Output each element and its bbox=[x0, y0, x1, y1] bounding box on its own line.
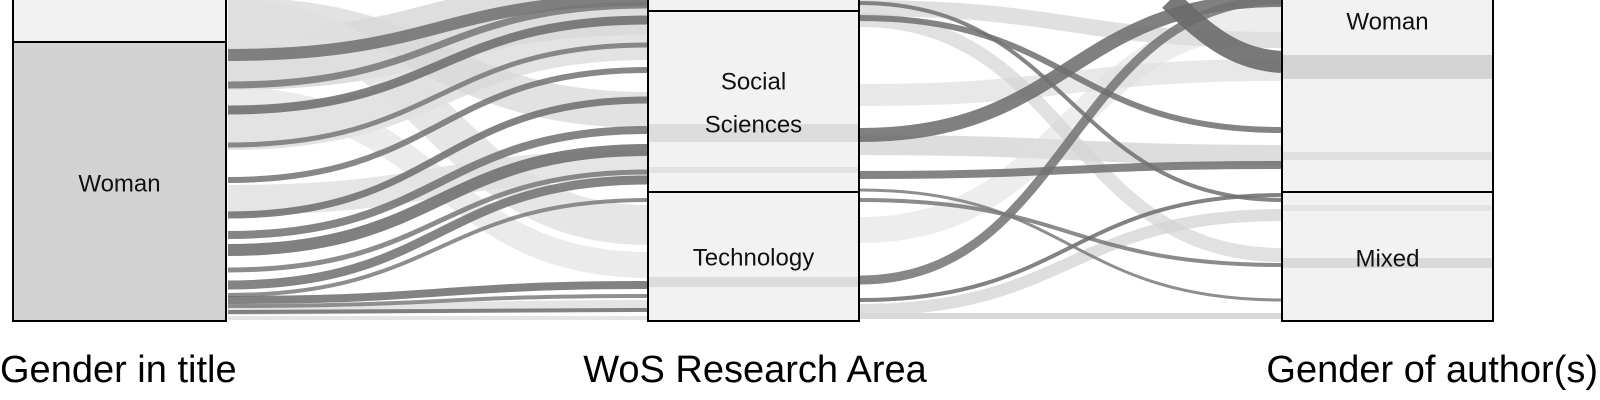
node-label-right-woman: Woman bbox=[1346, 8, 1428, 35]
flow-band bbox=[227, 144, 649, 256]
node-band bbox=[1283, 258, 1492, 268]
flow-band bbox=[1162, 0, 1283, 73]
flow-band bbox=[859, 0, 1283, 142]
flow-band bbox=[227, 126, 649, 239]
node-label-social: Social bbox=[721, 68, 786, 95]
flow-band bbox=[859, 161, 1283, 179]
node-label-technology: Technology bbox=[693, 244, 814, 271]
flow-band bbox=[227, 294, 649, 308]
node-left-top bbox=[12, 0, 227, 43]
axis-label-left: Gender in title bbox=[0, 349, 237, 391]
middle-column: Social Sciences Technology bbox=[647, 0, 860, 322]
node-middle-top bbox=[647, 0, 860, 12]
node-band bbox=[649, 124, 858, 142]
flow-band bbox=[859, 0, 1283, 285]
flows-middle-to-right bbox=[859, 0, 1283, 320]
flow-band bbox=[227, 308, 649, 314]
node-label-right-mixed: Mixed bbox=[1355, 245, 1419, 272]
flows-left-to-middle bbox=[227, 0, 649, 321]
node-band bbox=[649, 167, 858, 173]
right-column: Woman Mixed bbox=[1281, 0, 1494, 322]
node-band bbox=[1283, 205, 1492, 211]
flow-band bbox=[227, 15, 649, 115]
node-band bbox=[649, 277, 858, 287]
flow-band bbox=[227, 42, 649, 148]
node-label-left-woman: Woman bbox=[78, 170, 160, 197]
node-band bbox=[1283, 152, 1492, 160]
flow-band bbox=[227, 169, 649, 273]
flow-band bbox=[227, 281, 649, 304]
node-left-woman bbox=[12, 41, 227, 322]
axis-label-right: Gender of author(s) bbox=[1266, 349, 1598, 391]
flow-band bbox=[859, 15, 1283, 133]
node-middle-technology bbox=[647, 191, 860, 322]
flow-band bbox=[859, 198, 1283, 267]
flow-band bbox=[859, 135, 1283, 165]
flow-band bbox=[859, 209, 1283, 316]
flow-band bbox=[227, 175, 649, 290]
node-band bbox=[1283, 55, 1492, 79]
flow-band bbox=[227, 0, 649, 61]
flow-band bbox=[859, 1, 1283, 202]
flow-band bbox=[227, 67, 649, 183]
node-label-sciences: Sciences bbox=[705, 111, 802, 138]
axis-label-middle: WoS Research Area bbox=[583, 349, 927, 391]
flow-band bbox=[859, 193, 1283, 302]
left-column: Woman bbox=[12, 0, 227, 322]
flow-band bbox=[227, 198, 649, 297]
flow-band bbox=[227, 96, 649, 219]
node-middle-social-sciences bbox=[647, 10, 860, 193]
flow-band bbox=[859, 59, 1283, 106]
flow-band bbox=[859, 188, 1283, 302]
flow-band bbox=[227, 1, 649, 89]
flow-band bbox=[227, 20, 649, 150]
node-right-mixed bbox=[1281, 191, 1494, 322]
